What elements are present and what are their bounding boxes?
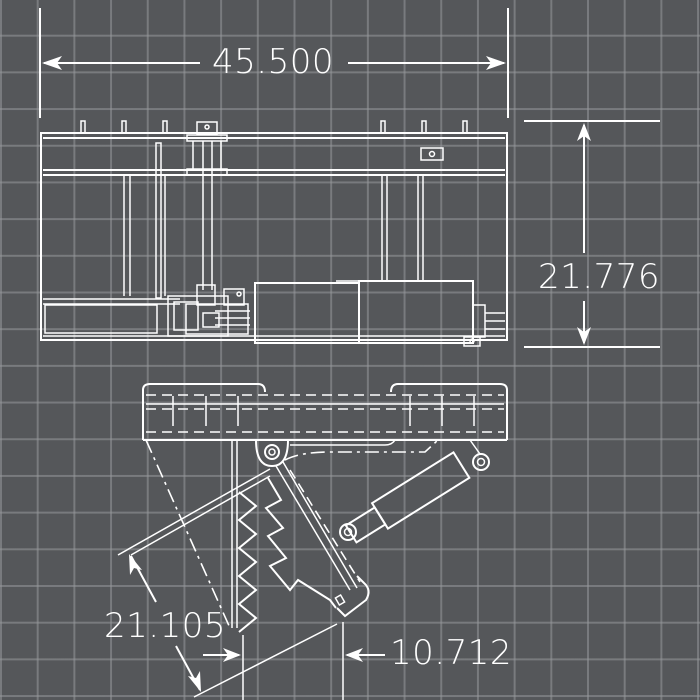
dimension-jaw-gap-label: 10.712 (390, 633, 512, 673)
arrow-left-icon (345, 648, 363, 662)
arrow-down-icon (577, 327, 591, 345)
dimension-width-label: 45.500 (212, 42, 334, 82)
arrow-up-icon (577, 123, 591, 141)
top-view (40, 120, 508, 347)
arrow-up-left-icon (129, 554, 142, 575)
dimension-depth-lines (524, 120, 660, 348)
arrow-right-icon (223, 648, 241, 662)
arrow-left-icon (42, 56, 62, 70)
arrow-down-right-icon (188, 671, 201, 692)
dimension-depth-label: 21.776 (538, 257, 660, 297)
dimension-jaw-length-lines (117, 468, 338, 698)
dimension-width-lines (39, 8, 509, 118)
dimension-jaw-gap-lines (203, 622, 385, 700)
dimension-jaw-length-label: 21.105 (104, 606, 226, 646)
side-view (130, 383, 508, 633)
arrow-right-icon (486, 56, 506, 70)
